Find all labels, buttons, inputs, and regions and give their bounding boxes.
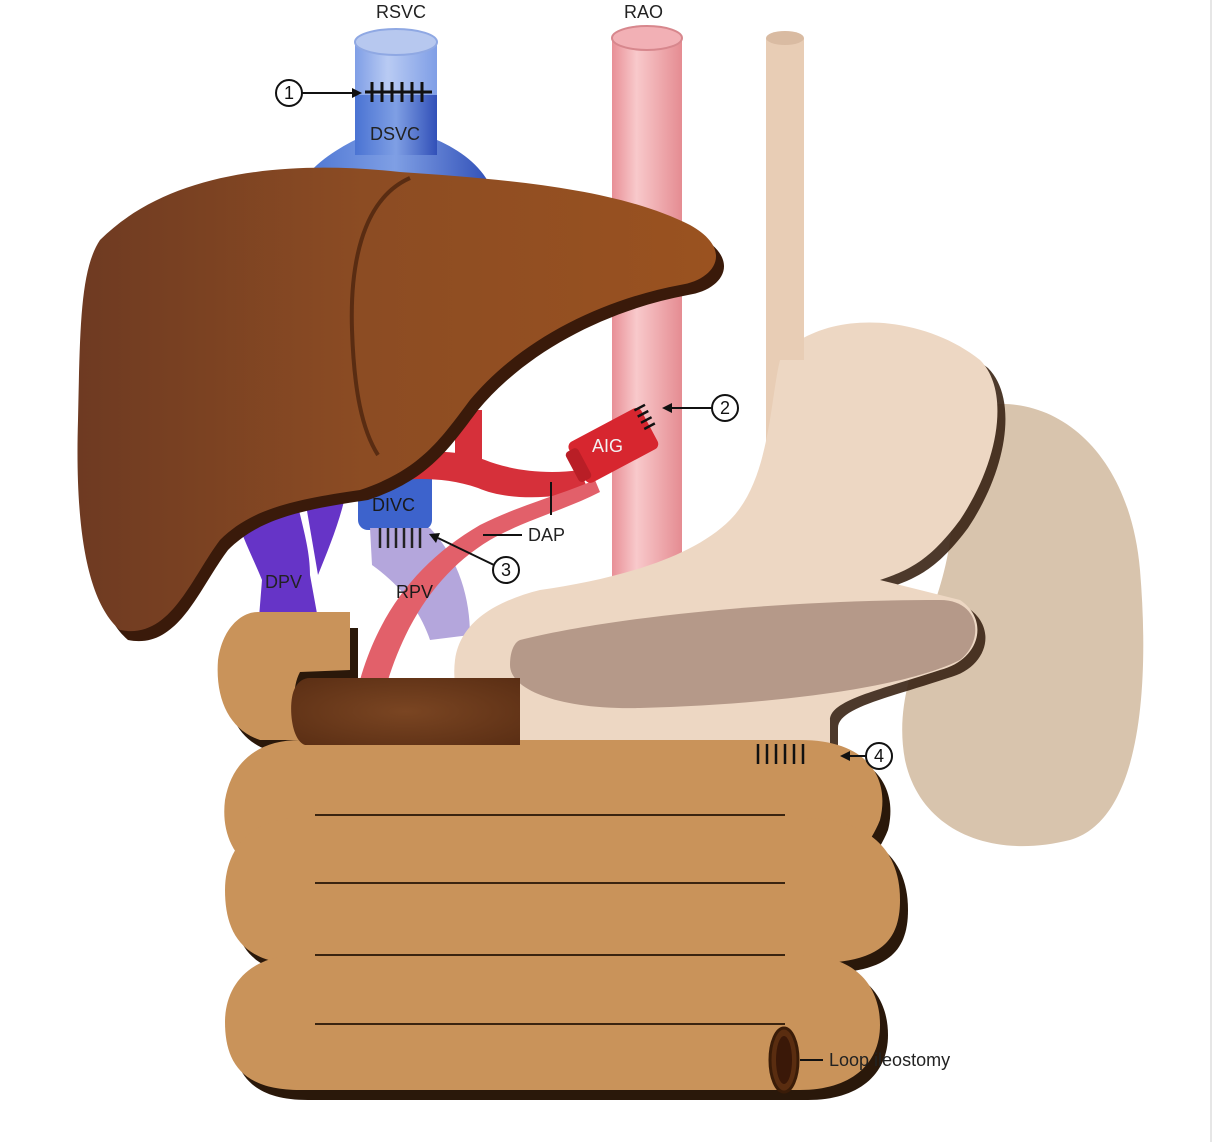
marker-1: 1 xyxy=(276,80,362,106)
dpv-label: DPV xyxy=(265,572,302,592)
recipient-svc xyxy=(355,29,437,97)
svg-text:3: 3 xyxy=(501,560,511,580)
rao-label: RAO xyxy=(624,2,663,22)
ileostomy-stoma xyxy=(770,1028,798,1092)
aig-label: AIG xyxy=(592,436,623,456)
loop-ileostomy-label: Loop ileostomy xyxy=(829,1050,950,1070)
svg-text:2: 2 xyxy=(720,398,730,418)
duodenum xyxy=(291,678,520,745)
rsvc-label: RSVC xyxy=(376,2,426,22)
rpv-label: RPV xyxy=(396,582,433,602)
divc-label: DIVC xyxy=(372,495,415,515)
esophagus-junction xyxy=(766,300,804,360)
svg-text:1: 1 xyxy=(284,83,294,103)
dsvc-label: DSVC xyxy=(370,124,420,144)
dap-label: DAP xyxy=(528,525,565,545)
svg-text:4: 4 xyxy=(874,746,884,766)
